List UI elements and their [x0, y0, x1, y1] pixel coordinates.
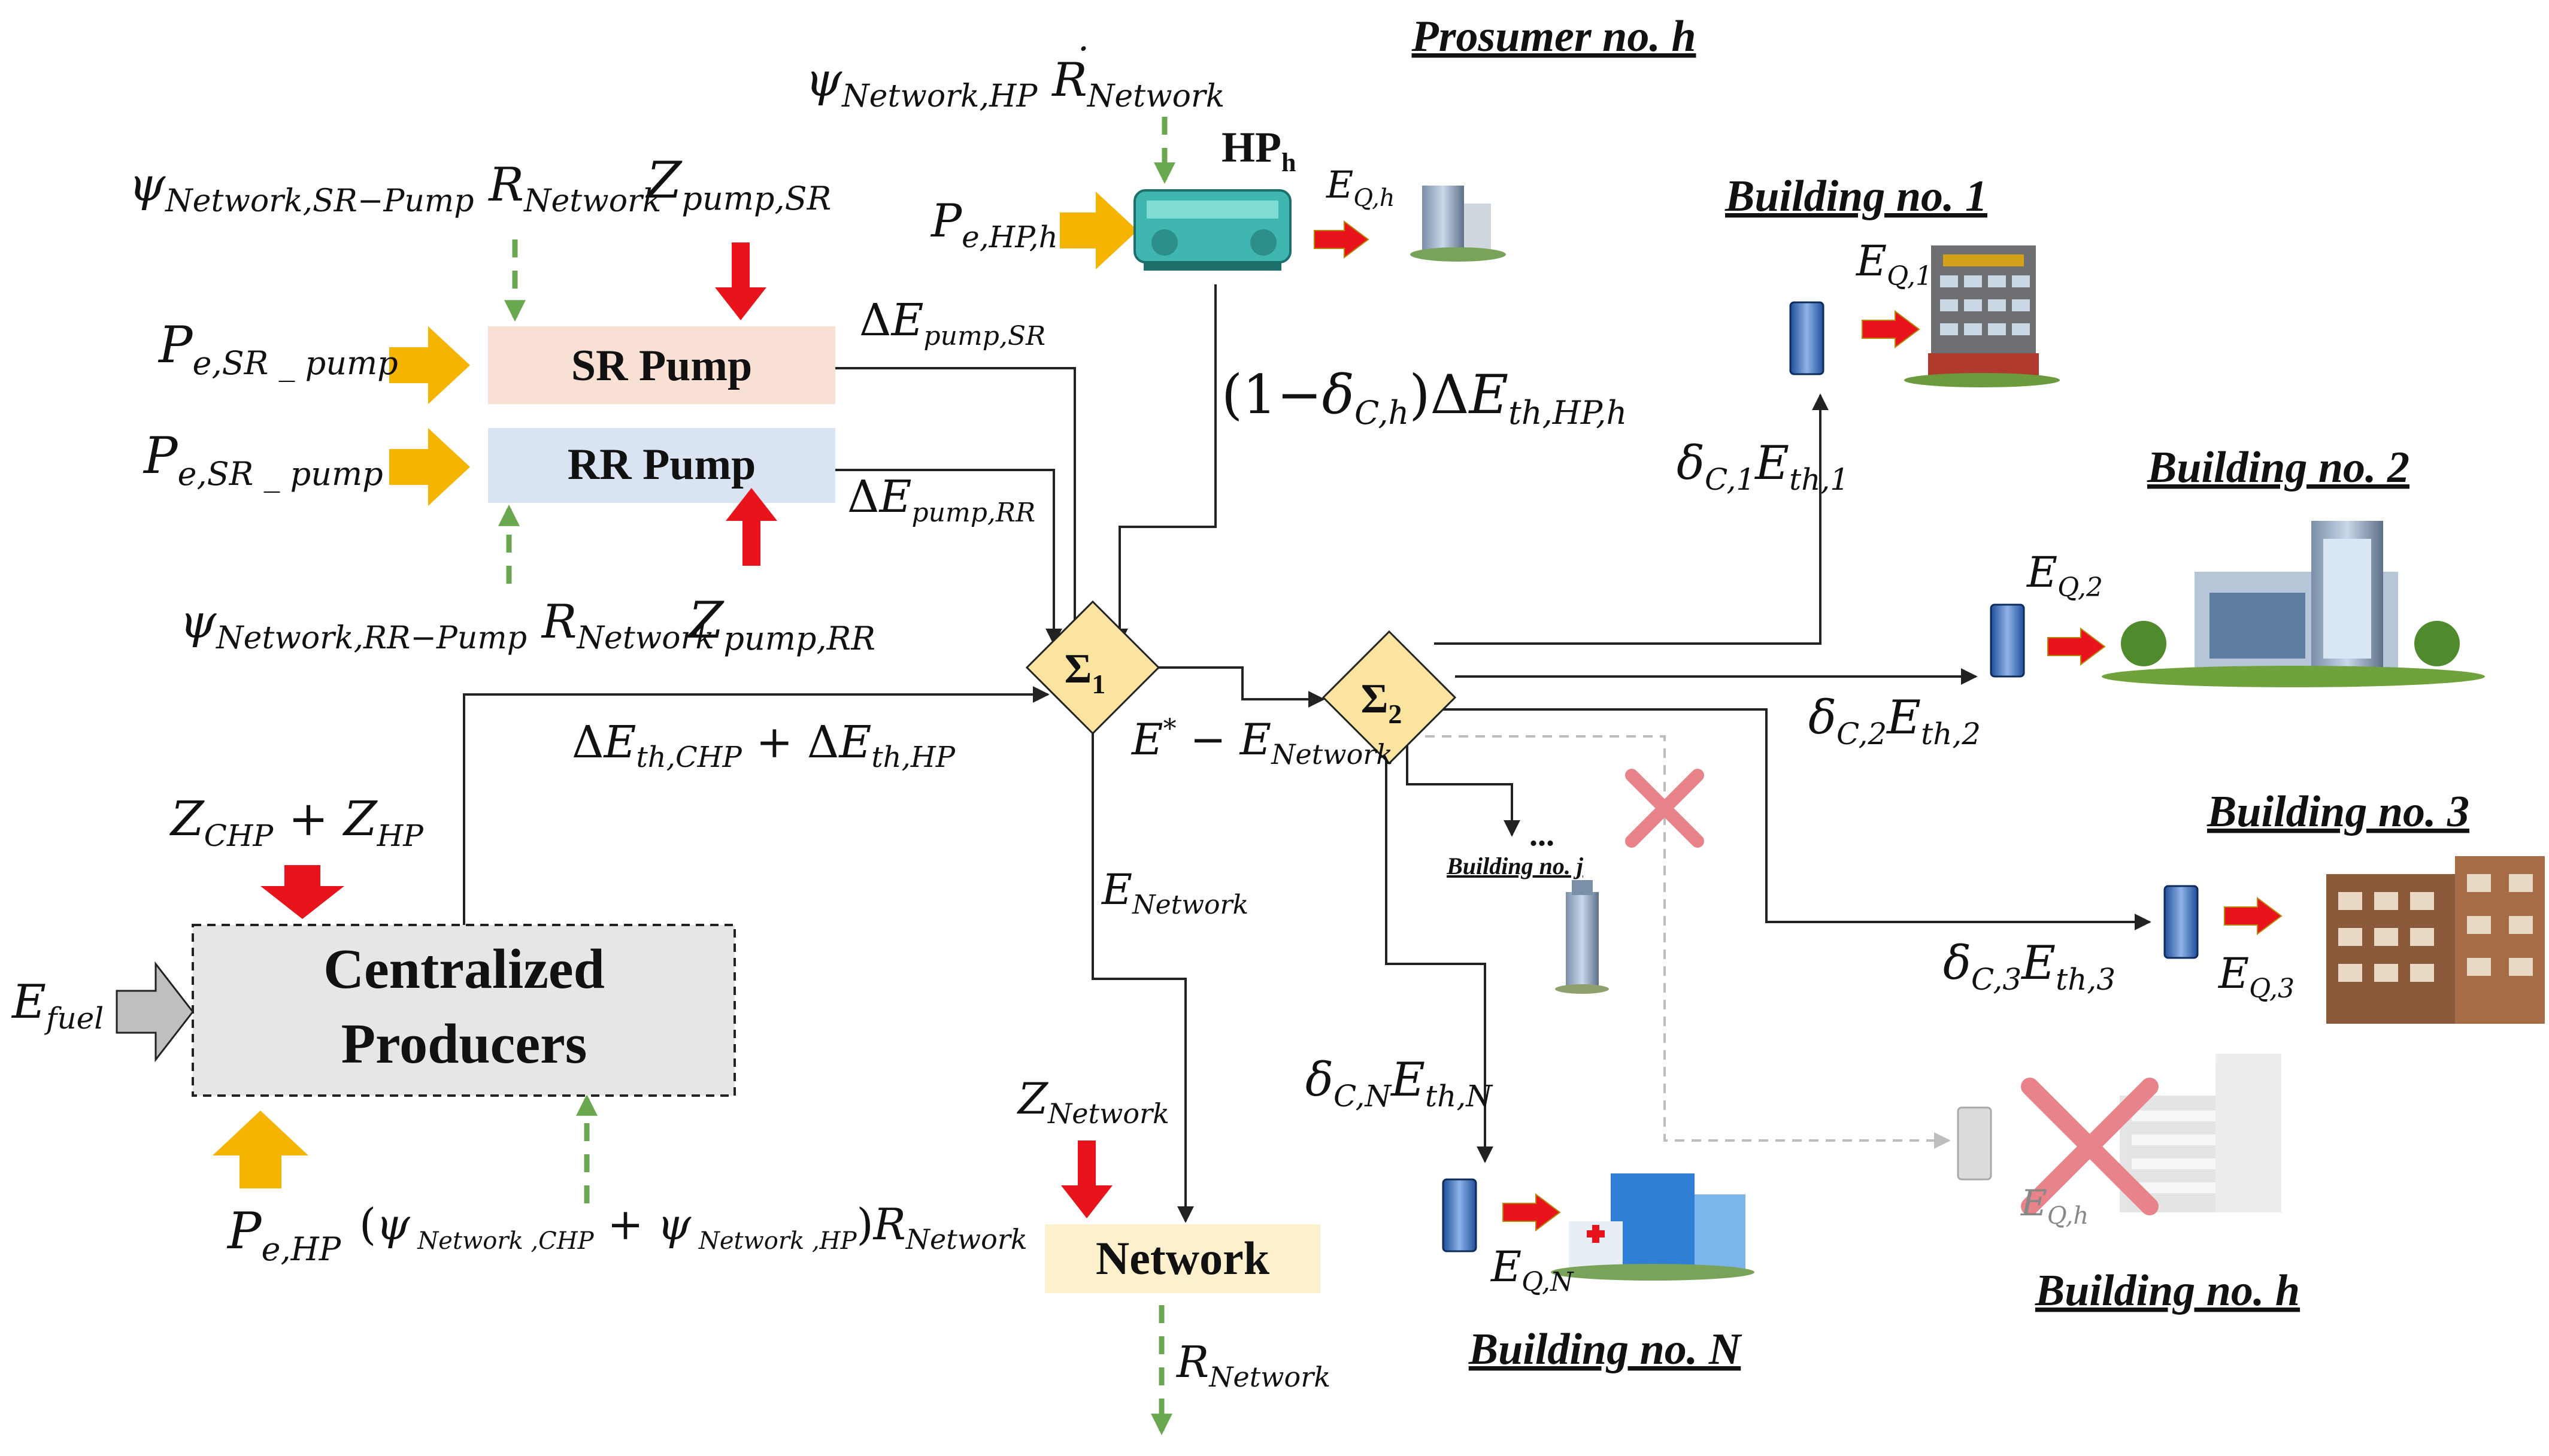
tower-building-icon: [1555, 880, 1609, 994]
svg-text:Efuel: Efuel: [11, 975, 104, 1036]
building3-title: Building no. 3: [2206, 787, 2469, 836]
orange-arrow-centralized: [213, 1111, 308, 1188]
svg-text:ψNetwork,SR−Pump RNetwork: ψNetwork,SR−Pump RNetwork: [129, 158, 661, 219]
red-arrow-centralized: [260, 865, 344, 919]
svg-text:RNetwork: RNetwork: [1175, 1337, 1330, 1393]
office-tower-icon: [1410, 186, 1506, 262]
centralized-label-line2: Producers: [341, 1013, 587, 1075]
svg-text:EQ,h: EQ,h: [1326, 163, 1395, 212]
buildingN-title: Building no. N: [1468, 1325, 1742, 1374]
sigma1-to-sigma2-line: [1159, 666, 1325, 708]
ellipsis: ...: [1529, 816, 1554, 853]
svg-text:δC,NEth,N: δC,NEth,N: [1305, 1053, 1493, 1114]
svg-text:ZNetwork: ZNetwork: [1017, 1073, 1169, 1130]
svg-text:ENetwork: ENetwork: [1101, 865, 1248, 920]
svg-text:EQ,2: EQ,2: [2026, 548, 2103, 603]
svg-text:Pe,SR _ pump: Pe,SR _ pump: [157, 316, 398, 382]
sr-pump-box: [488, 326, 835, 404]
red-arrow-building2: [2047, 627, 2106, 666]
svg-text:Pe,HP,h: Pe,HP,h: [930, 194, 1058, 254]
svg-text:ψNetwork,RR−Pump RNetwork: ψNetwork,RR−Pump RNetwork: [180, 595, 714, 656]
rr-pump-box: [488, 428, 835, 503]
svg-text:Zpump,SR: Zpump,SR: [645, 151, 831, 217]
svg-text:ΔEpump,SR: ΔEpump,SR: [859, 295, 1045, 351]
rr-pump-to-sigma1-line: [835, 469, 1062, 645]
centralized-to-sigma1-line: [463, 686, 1050, 925]
svg-text:EQ,3: EQ,3: [2217, 949, 2295, 1004]
svg-text:δC,1Eth,1: δC,1Eth,1: [1677, 436, 1849, 497]
network-box: [1045, 1224, 1320, 1293]
rr-pump-label: RR Pump: [568, 440, 756, 489]
apartment-building-icon: [2326, 856, 2545, 1024]
cross-icon-large: [2021, 1078, 2159, 1215]
svg-text:ψNetwork,HP RNetwork: ψNetwork,HP RNetwork: [805, 53, 1225, 114]
heat-exchanger-icon: [1442, 301, 2199, 1252]
sigma2-to-buildingN-line: [1385, 757, 1493, 1163]
prosumer-title: Prosumer no. h: [1411, 12, 1696, 61]
buildingj-title: Building no. j: [1446, 853, 1584, 879]
heat-pump-icon: [1133, 189, 1292, 271]
svg-text:ZCHP + ZHP: ZCHP + ZHP: [169, 791, 424, 853]
orange-arrow-hp: [1060, 192, 1138, 269]
sr-pump-to-sigma1-line: [835, 367, 1083, 645]
cross-icon: [1625, 769, 1704, 848]
sigma2-to-buildingh-line: [1425, 735, 1951, 1149]
red-arrow-network: [1061, 1140, 1113, 1218]
hp-label: HPh: [1222, 123, 1296, 177]
orange-arrow-rr: [389, 428, 470, 506]
sigma2-symbol: Σ2: [1361, 676, 1402, 729]
svg-text:δC,2Eth,2: δC,2Eth,2: [1808, 691, 1981, 751]
buildingh-title: Building no. h: [2035, 1266, 2300, 1315]
office-building-icon: [2102, 521, 2485, 687]
hotel-building-icon: [1904, 245, 2060, 387]
red-arrow-building1: [1862, 310, 1920, 348]
hospital-building-icon: [1551, 1173, 1754, 1281]
svg-text:Pe,HP: Pe,HP: [226, 1202, 342, 1268]
sigma1-junction: [1025, 600, 1160, 735]
sigma2-to-building1-line: [1434, 393, 1829, 645]
sr-pump-label: SR Pump: [571, 341, 752, 390]
hp-to-sigma1-line: [1111, 284, 1217, 645]
red-arrow-building3: [2224, 897, 2283, 935]
orange-arrow-sr: [389, 326, 470, 404]
network-label: Network: [1096, 1232, 1270, 1284]
fuel-arrow: [116, 961, 194, 1063]
sigma2-to-building3-line: [1440, 708, 2151, 930]
centralized-producers-box: [192, 924, 736, 1097]
svg-text:Zpump,RR: Zpump,RR: [687, 591, 875, 657]
sigma1-to-network-line: [1092, 733, 1194, 1223]
centralized-label-line1: Centralized: [323, 938, 605, 1000]
svg-text:δC,3Eth,3: δC,3Eth,3: [1943, 936, 2115, 997]
building1-title: Building no. 1: [1724, 172, 1987, 221]
red-arrow-rr: [726, 488, 777, 566]
svg-text:(ψ Network ,CHP + ψ Network ,H: (ψ Network ,CHP + ψ Network ,HP)RNetwork: [359, 1199, 1028, 1255]
sigma1-symbol: Σ1: [1065, 646, 1106, 699]
red-arrow-sr: [715, 242, 766, 320]
svg-text:EQ,N: EQ,N: [1490, 1242, 1574, 1297]
sigma2-junction: [1322, 630, 1457, 765]
svg-text:ΔEth,CHP + ΔEth,HP: ΔEth,CHP + ΔEth,HP: [572, 717, 956, 774]
red-arrow-buildingN: [1502, 1193, 1561, 1231]
svg-text:(1−δC,h)ΔEth,HP,h: (1−δC,h)ΔEth,HP,h: [1222, 363, 1627, 432]
svg-text:·: ·: [1078, 28, 1089, 70]
sigma2-to-buildingj-line: [1406, 736, 1520, 837]
building2-title: Building no. 2: [2147, 443, 2409, 492]
svg-text:EQ,1: EQ,1: [1855, 236, 1932, 292]
svg-text:Pe,SR _ pump: Pe,SR _ pump: [143, 426, 383, 493]
svg-text:ΔEpump,RR: ΔEpump,RR: [847, 471, 1035, 528]
red-arrow-hp-building: [1314, 220, 1369, 259]
